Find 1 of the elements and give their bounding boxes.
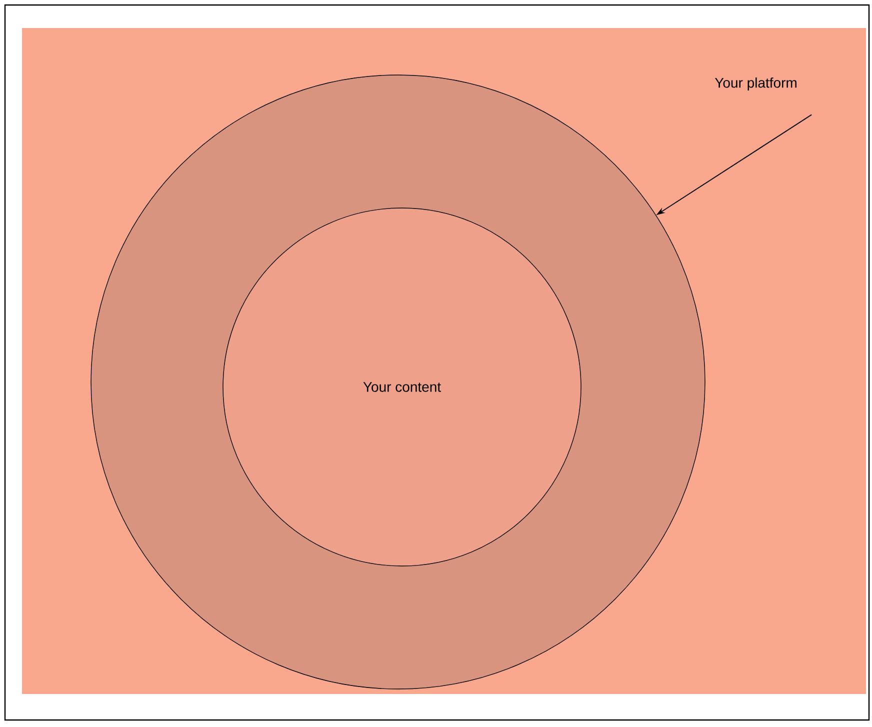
label: Your platform [714, 77, 796, 91]
